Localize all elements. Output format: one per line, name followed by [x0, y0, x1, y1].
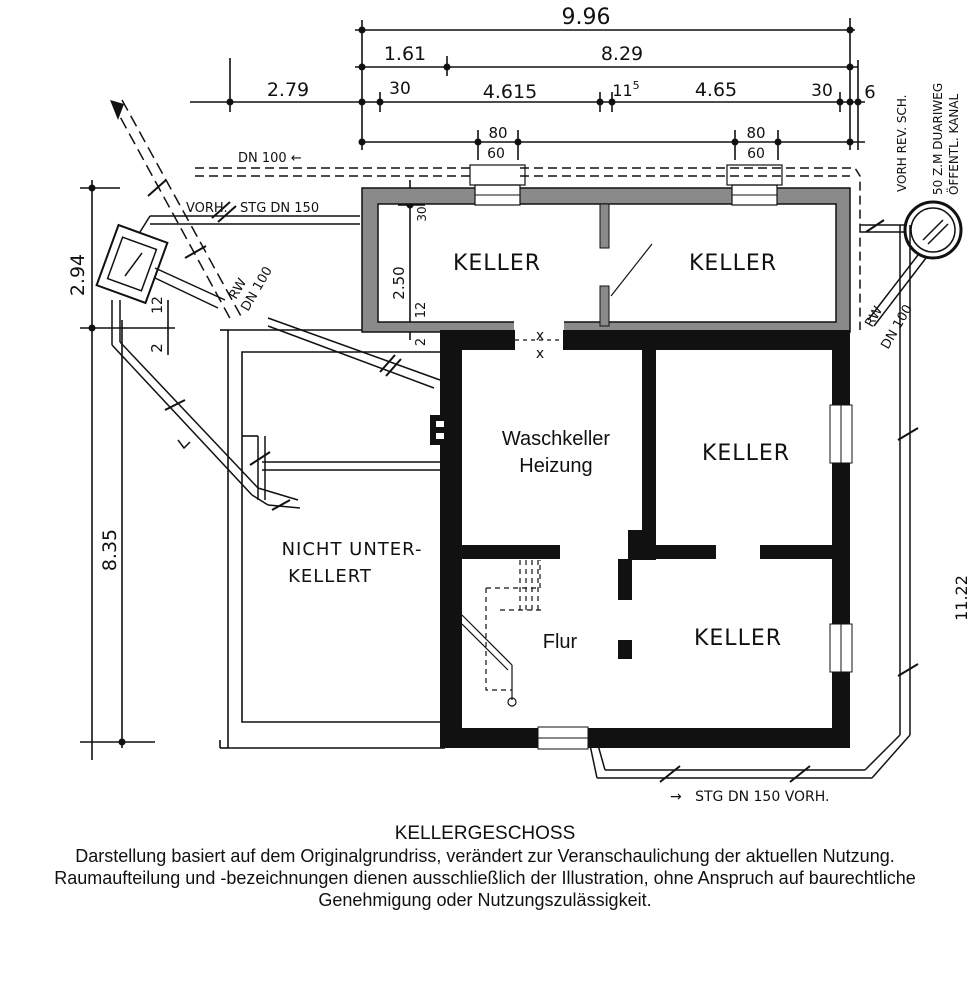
- dim-829: 8.29: [601, 43, 643, 65]
- dim-294: 2.94: [67, 254, 89, 296]
- label-kanal-1: 50 Z.M DUARIWEG: [931, 83, 945, 195]
- dim-window2-80: 80: [746, 124, 765, 142]
- dim-2-inner: 2: [414, 338, 429, 346]
- dim-835: 8.35: [99, 529, 121, 571]
- room-nicht-unterkellert-1: NICHT UNTER-: [282, 539, 423, 560]
- dim-12-inner: 12: [414, 302, 429, 319]
- stair-rail: [461, 614, 517, 707]
- dim-12-left: 12: [150, 296, 166, 314]
- unbasement-area-outline: [219, 329, 445, 749]
- dim-window1-60: 60: [487, 146, 505, 162]
- label-stg-bottom: → STG DN 150 VORH.: [670, 789, 830, 805]
- upper-basement-walls: [361, 164, 851, 334]
- room-keller-low-right: KELLER: [694, 626, 782, 651]
- dim-30a: 30: [389, 79, 411, 99]
- label-vorh-rev: VORH REV. SCH.: [895, 95, 909, 192]
- dim-4615: 4.615: [483, 81, 537, 103]
- lower-basement-walls: [430, 330, 850, 748]
- dim-250: 2.50: [390, 266, 408, 299]
- dim-279: 2.79: [267, 79, 309, 101]
- caption-body: Darstellung basiert auf dem Originalgrun…: [54, 846, 916, 910]
- floor-plan: 9.96 1.61 8.29 2.79 30 4.615 115 4.65 30…: [67, 5, 970, 805]
- svg-text:x: x: [536, 328, 544, 344]
- dimension-dots: [88, 26, 862, 746]
- dim-window2-60: 60: [747, 146, 765, 162]
- drainage-pipes: [95, 99, 927, 783]
- dim-30b: 30: [811, 81, 833, 101]
- staircase: [485, 560, 544, 691]
- room-waschkeller: Waschkeller: [502, 428, 611, 450]
- label-vorh-stg: VORH. STG DN 150: [186, 201, 319, 216]
- dim-161: 1.61: [384, 43, 426, 65]
- caption-title: KELLERGESCHOSS: [394, 823, 576, 844]
- room-heizung: Heizung: [519, 455, 592, 477]
- openings: x x: [436, 328, 853, 750]
- caption: KELLERGESCHOSS Darstellung basiert auf d…: [0, 822, 970, 911]
- dim-1122: 11.22: [952, 575, 970, 621]
- room-keller-mid-right: KELLER: [702, 441, 790, 466]
- dim-30-inner: 30: [415, 206, 429, 221]
- dim-6: 6: [864, 82, 875, 103]
- dimension-labels: 9.96 1.61 8.29 2.79 30 4.615 115 4.65 30…: [67, 5, 970, 621]
- label-rw-right: RW: [862, 304, 886, 330]
- label-dn100-top: DN 100 ←: [238, 151, 302, 166]
- room-flur: Flur: [543, 631, 578, 653]
- label-kanal-2: ÖFFENTL. KANAL: [945, 93, 961, 195]
- dim-total-width: 9.96: [562, 5, 611, 30]
- room-keller-top-right: KELLER: [689, 251, 777, 276]
- room-nicht-unterkellert-2: KELLERT: [288, 566, 372, 587]
- dim-window1-80: 80: [488, 124, 507, 142]
- room-keller-top-left: KELLER: [453, 251, 541, 276]
- room-labels: KELLER KELLER Waschkeller Heizung KELLER…: [282, 251, 790, 653]
- dim-465: 4.65: [695, 79, 737, 101]
- dim-115: 115: [612, 79, 639, 100]
- dim-2-left: 2: [148, 343, 166, 353]
- svg-text:x: x: [536, 346, 544, 362]
- manhole: [903, 200, 963, 260]
